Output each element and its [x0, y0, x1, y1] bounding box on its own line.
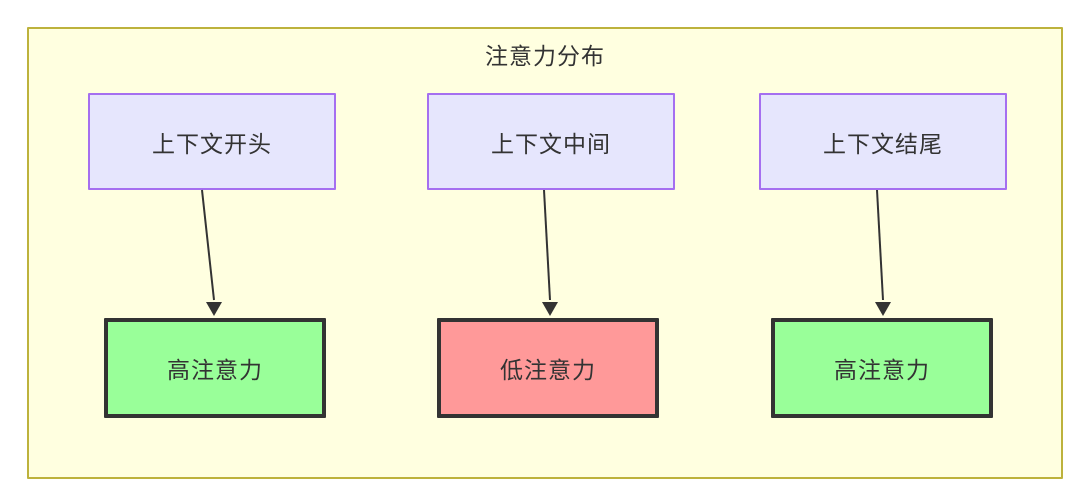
node-attention-start[interactable]: 高注意力: [104, 318, 326, 418]
node-attention-middle-label: 低注意力: [500, 357, 596, 383]
node-context-start[interactable]: 上下文开头: [88, 93, 336, 190]
node-context-end-label: 上下文结尾: [823, 130, 943, 157]
node-context-start-label: 上下文开头: [152, 130, 272, 157]
node-context-middle[interactable]: 上下文中间: [427, 93, 675, 190]
node-attention-middle[interactable]: 低注意力: [437, 318, 659, 418]
node-attention-start-label: 高注意力: [167, 357, 263, 383]
node-context-end[interactable]: 上下文结尾: [759, 93, 1007, 190]
node-attention-end-label: 高注意力: [834, 357, 930, 383]
node-attention-end[interactable]: 高注意力: [771, 318, 993, 418]
diagram-title: 注意力分布: [485, 43, 605, 69]
node-context-middle-label: 上下文中间: [491, 130, 611, 157]
